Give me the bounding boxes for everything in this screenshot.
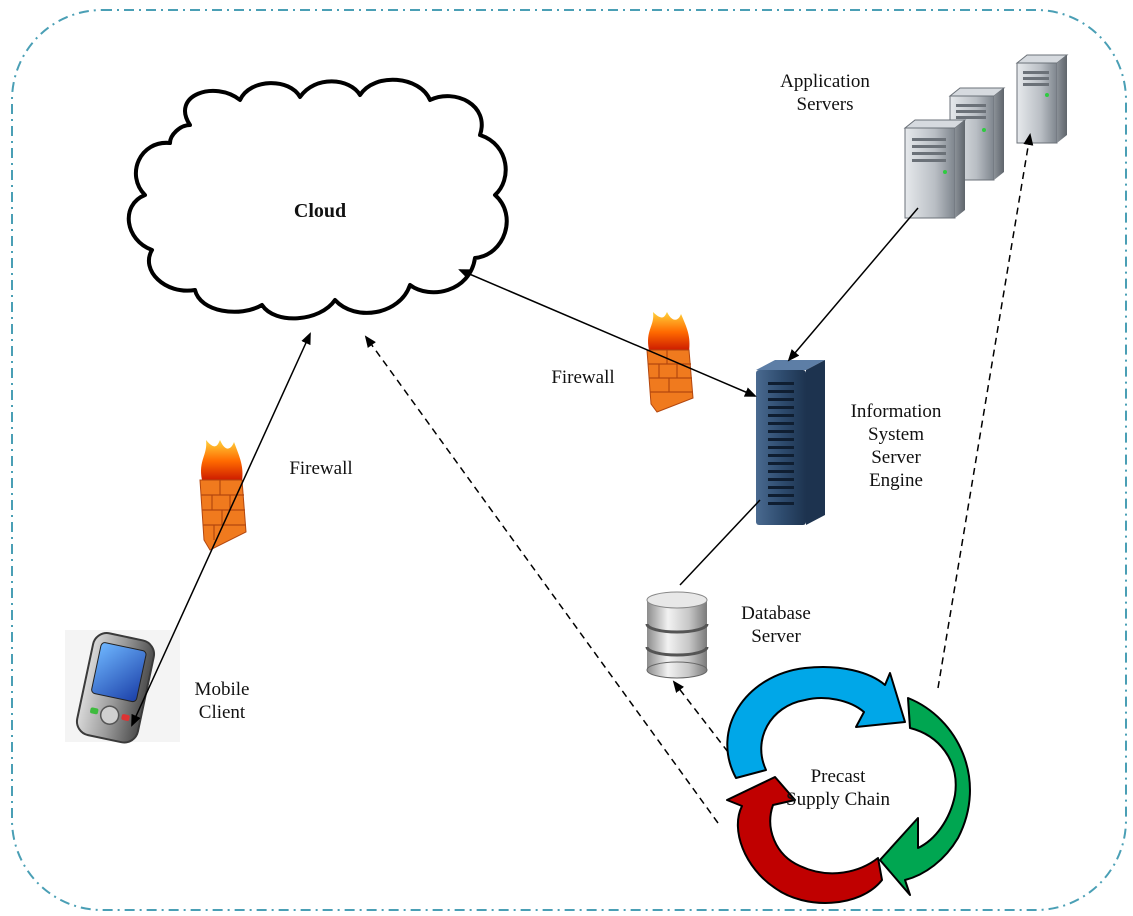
outer-boundary (11, 9, 1127, 911)
cloud-label: Cloud (293, 200, 347, 222)
database-label-line2: Server (751, 626, 801, 647)
cycle-arrow-blue (726, 665, 906, 779)
supply-chain-label-line1: Precast (810, 766, 866, 787)
link-mobile-cloud (131, 332, 311, 727)
link-database-infosystem (679, 499, 761, 586)
firewall-left-label: Firewall (289, 458, 353, 479)
mobile-label-line1: Mobile (194, 679, 250, 700)
application-servers-label: Application Servers (770, 70, 880, 116)
cycle-arrows-icon (726, 665, 971, 904)
firewall-icon (646, 312, 694, 413)
info-system-label-line3: Server (871, 447, 921, 468)
supply-chain-label-line2: Supply Chain (786, 789, 890, 810)
database-label-line1: Database (741, 603, 811, 624)
server-tower-icon (903, 54, 1069, 219)
link-supplychain-appservers (937, 133, 1034, 689)
link-supplychain-database (672, 680, 729, 753)
info-system-label-line4: Engine (869, 470, 923, 491)
mobile-label-line2: Client (198, 702, 246, 723)
link-supplychain-cloud (364, 335, 719, 824)
database-label: Database Server (726, 602, 826, 648)
rack-server-icon (756, 360, 825, 525)
connectors (131, 133, 1034, 824)
info-system-label-line1: Information (850, 401, 942, 422)
link-appservers-infosystem (787, 207, 919, 362)
application-servers-label-line1: Application (780, 71, 870, 92)
mobile-phone-icon (65, 630, 180, 744)
cycle-arrow-red (726, 776, 883, 904)
link-cloud-infosystem (458, 269, 757, 397)
info-system-label-line2: System (868, 424, 924, 445)
firewall-icon (199, 440, 247, 551)
application-servers-label-line2: Servers (796, 94, 854, 115)
supply-chain-label: Precast Supply Chain (768, 765, 908, 811)
database-icon (645, 591, 709, 679)
cycle-arrow-green (879, 697, 971, 896)
info-system-label: Information System Server Engine (836, 400, 956, 492)
mobile-label: Mobile Client (182, 678, 262, 724)
firewall-top-label: Firewall (551, 367, 615, 388)
